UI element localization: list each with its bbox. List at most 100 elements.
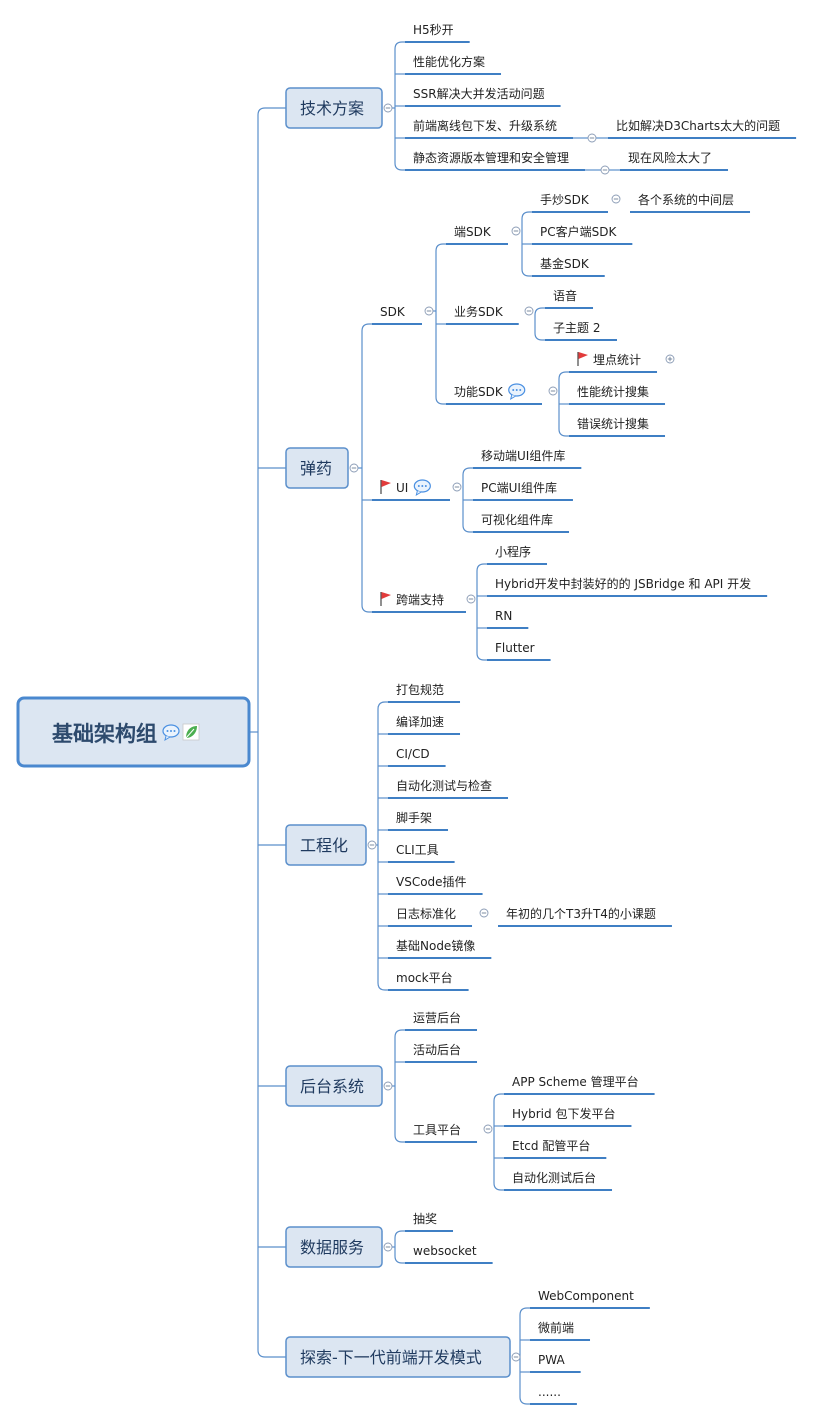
topic-sdk[interactable]: 基金SDK — [532, 256, 605, 277]
comment-icon[interactable] — [413, 479, 431, 497]
topic-h5[interactable]: H5秒开 — [405, 23, 470, 43]
collapse-toggle[interactable] — [383, 1242, 393, 1252]
leaf-note-icon[interactable] — [182, 723, 200, 741]
collapse-toggle[interactable] — [524, 306, 534, 316]
topic-etcd[interactable]: Etcd 配管平台 — [504, 1138, 607, 1159]
topic-node[interactable]: 打包规范 — [388, 682, 461, 703]
topic-node[interactable]: 埋点统计 — [569, 352, 658, 373]
collapse-toggle[interactable] — [383, 103, 393, 113]
main-topic-node[interactable]: 工程化 — [285, 824, 367, 866]
topic-node[interactable]: 现在风险太大了 — [620, 150, 729, 171]
collapse-toggle[interactable] — [383, 1081, 393, 1091]
topic-sdk[interactable]: 手炒SDK — [532, 193, 608, 213]
topic-sdk[interactable]: 功能SDK — [446, 383, 542, 405]
topic-label: 微前端 — [538, 1320, 574, 1335]
comment-icon[interactable] — [162, 724, 180, 742]
topic-node[interactable]: 脚手架 — [388, 810, 449, 831]
topic-label: 自动化测试与检查 — [396, 778, 492, 793]
topic-node[interactable]: 日志标准化 — [388, 907, 473, 927]
topic-flutter[interactable]: Flutter — [487, 641, 551, 661]
central-topic[interactable]: 基础架构组 — [16, 696, 251, 768]
topic-label: 基础Node镜像 — [396, 938, 475, 953]
topic-rn[interactable]: RN — [487, 609, 529, 629]
topic-node[interactable]: 微前端 — [530, 1320, 591, 1341]
topic-cli[interactable]: CLI工具 — [388, 843, 455, 863]
expand-toggle[interactable] — [665, 354, 675, 364]
topic-label: Etcd 配管平台 — [512, 1138, 590, 1153]
main-topic-label: 探索-下一代前端开发模式 — [300, 1348, 482, 1367]
topic-node[interactable]: ...... — [530, 1385, 577, 1405]
topic-label: 功能SDK — [454, 385, 504, 399]
topic-label: 端SDK — [454, 225, 492, 239]
topic-node[interactable]: 自动化测试后台 — [504, 1170, 613, 1191]
topic-label: 业务SDK — [454, 304, 504, 319]
topic-hybrid-jsbridge-api[interactable]: Hybrid开发中封装好的的 JSBridge 和 API 开发 — [487, 576, 768, 597]
topic-node[interactable]: 各个系统的中间层 — [630, 192, 751, 213]
topic-node[interactable]: 编译加速 — [388, 714, 461, 735]
topic-node[interactable]: 跨端支持 — [372, 592, 466, 613]
topic-ui[interactable]: 移动端UI组件库 — [473, 448, 582, 469]
collapse-toggle[interactable] — [424, 306, 434, 316]
collapse-toggle[interactable] — [466, 594, 476, 604]
flag-icon — [380, 592, 391, 606]
topic-pwa[interactable]: PWA — [530, 1353, 581, 1373]
main-topic-node[interactable]: 探索-下一代前端开发模式 — [285, 1336, 511, 1378]
topic-node[interactable]: 可视化组件库 — [473, 512, 570, 533]
topic-label: 移动端UI组件库 — [481, 448, 565, 463]
collapse-toggle[interactable] — [483, 1124, 493, 1134]
topic-vscode[interactable]: VSCode插件 — [388, 875, 483, 895]
collapse-toggle[interactable] — [479, 908, 489, 918]
topic-mock[interactable]: mock平台 — [388, 970, 469, 991]
topic-node[interactable]: 抽奖 — [405, 1212, 454, 1232]
topic-node[interactable]: 性能优化方案 — [405, 54, 502, 75]
topic-label: 前端离线包下发、升级系统 — [413, 118, 557, 133]
collapse-toggle[interactable] — [548, 386, 558, 396]
collapse-toggle[interactable] — [511, 1352, 521, 1362]
main-topic-node[interactable]: 后台系统 — [285, 1065, 383, 1107]
topic-ui[interactable]: UI — [372, 479, 450, 501]
topic-pc-ui[interactable]: PC端UI组件库 — [473, 480, 573, 501]
main-topic-label: 弹药 — [300, 459, 332, 478]
main-topic-node[interactable]: 技术方案 — [285, 87, 383, 129]
topic-node[interactable]: 运营后台 — [405, 1010, 478, 1031]
comment-icon[interactable] — [508, 383, 526, 401]
topic-ci-cd[interactable]: CI/CD — [388, 747, 446, 767]
topic-node[interactable]: 错误统计搜集 — [569, 416, 666, 437]
topic-d3charts[interactable]: 比如解决D3Charts太大的问题 — [608, 118, 797, 139]
central-topic-label: 基础架构组 — [52, 722, 157, 746]
topic-label: 活动后台 — [413, 1042, 461, 1057]
topic-node[interactable]: 小程序 — [487, 544, 548, 565]
topic-node[interactable]: 自动化测试与检查 — [388, 778, 509, 799]
main-topic-node[interactable]: 数据服务 — [285, 1226, 383, 1268]
topic-ssr[interactable]: SSR解决大并发活动问题 — [405, 86, 561, 107]
collapse-toggle[interactable] — [349, 463, 359, 473]
collapse-toggle[interactable] — [587, 133, 597, 143]
topic-node[interactable]: 静态资源版本管理和安全管理 — [405, 150, 586, 171]
topic-t3-t4[interactable]: 年初的几个T3升T4的小课题 — [498, 906, 672, 927]
topic-sdk[interactable]: 端SDK — [446, 225, 508, 245]
topic-webcomponent[interactable]: WebComponent — [530, 1289, 650, 1309]
topic-node[interactable]: 基础Node镜像 — [388, 938, 492, 959]
topic-label: 比如解决D3Charts太大的问题 — [616, 118, 780, 133]
collapse-toggle[interactable] — [600, 165, 610, 175]
main-topic-node[interactable]: 弹药 — [285, 447, 349, 489]
collapse-toggle[interactable] — [511, 226, 521, 236]
topic-sdk[interactable]: 业务SDK — [446, 304, 519, 325]
topic-node[interactable]: 活动后台 — [405, 1042, 478, 1063]
topic-websocket[interactable]: websocket — [405, 1244, 493, 1264]
topic-app-scheme[interactable]: APP Scheme 管理平台 — [504, 1074, 655, 1095]
topic-node[interactable]: 语音 — [545, 288, 594, 309]
topic-2[interactable]: 子主题 2 — [545, 321, 617, 341]
topic-pc-sdk[interactable]: PC客户端SDK — [532, 224, 633, 245]
collapse-toggle[interactable] — [611, 194, 621, 204]
topic-node[interactable]: 工具平台 — [405, 1122, 478, 1143]
collapse-toggle[interactable] — [367, 840, 377, 850]
topic-label: 性能优化方案 — [413, 54, 485, 69]
topic-node[interactable]: 性能统计搜集 — [569, 384, 666, 405]
topic-sdk[interactable]: SDK — [372, 305, 422, 325]
collapse-toggle[interactable] — [452, 482, 462, 492]
topic-label: SDK — [380, 305, 406, 319]
topic-hybrid[interactable]: Hybrid 包下发平台 — [504, 1106, 632, 1127]
topic-label: H5秒开 — [413, 23, 454, 37]
topic-node[interactable]: 前端离线包下发、升级系统 — [405, 118, 574, 139]
